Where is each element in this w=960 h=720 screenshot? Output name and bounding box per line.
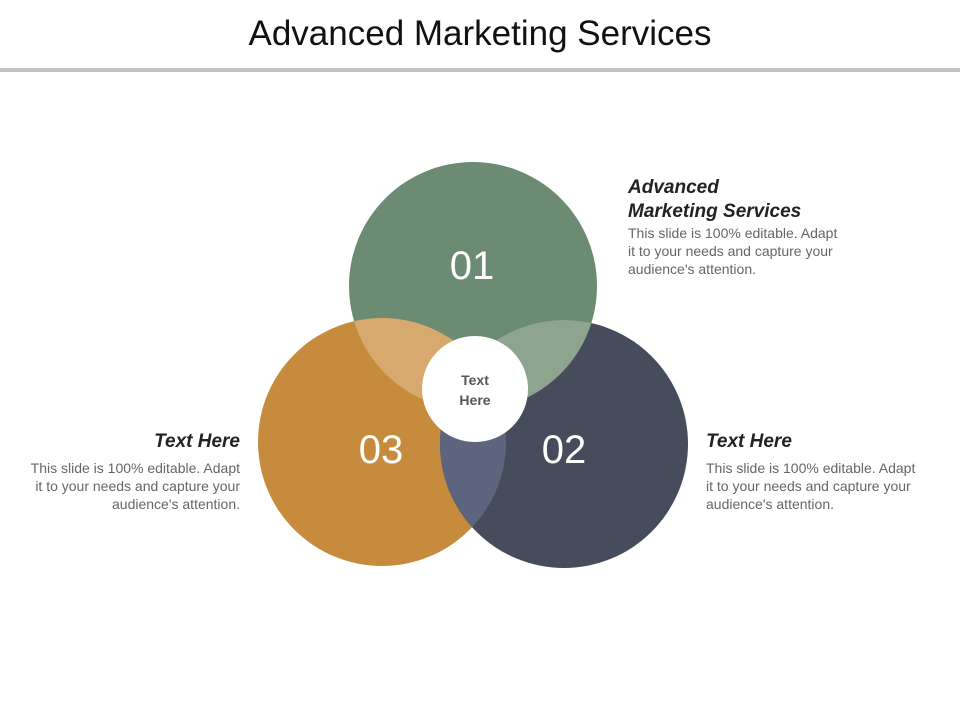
center-label-line2: Here bbox=[459, 392, 490, 408]
venn-number-02: 02 bbox=[542, 428, 587, 472]
block-01-body-line2: it to your needs and capture your bbox=[628, 243, 833, 259]
block-03-heading: Text Here bbox=[154, 431, 240, 452]
block-01-heading-line2: Marketing Services bbox=[628, 201, 802, 222]
block-02-body-line3: audience's attention. bbox=[706, 496, 834, 512]
venn-number-03: 03 bbox=[359, 428, 404, 472]
title-divider bbox=[0, 68, 960, 72]
text-block-01: Advanced Marketing Services This slide i… bbox=[628, 176, 850, 278]
center-label-line1: Text bbox=[461, 372, 489, 388]
block-02-body-line1: This slide is 100% editable. Adapt bbox=[706, 460, 916, 476]
block-02-heading: Text Here bbox=[706, 431, 792, 452]
block-03-body-line2: it to your needs and capture your bbox=[35, 478, 240, 494]
block-01-body-line1: This slide is 100% editable. Adapt bbox=[628, 225, 838, 241]
block-02-body-line2: it to your needs and capture your bbox=[706, 478, 911, 494]
block-01-heading-line1: Advanced bbox=[628, 177, 719, 198]
block-03-body-line1: This slide is 100% editable. Adapt bbox=[30, 460, 240, 476]
text-block-03: Text Here This slide is 100% editable. A… bbox=[14, 430, 240, 513]
block-03-body: This slide is 100% editable. Adapt it to… bbox=[14, 459, 240, 513]
venn-number-01: 01 bbox=[450, 244, 495, 288]
block-01-body-line3: audience's attention. bbox=[628, 261, 756, 277]
slide-title: Advanced Marketing Services bbox=[248, 14, 712, 53]
block-03-body-line3: audience's attention. bbox=[112, 496, 240, 512]
block-02-body: This slide is 100% editable. Adapt it to… bbox=[706, 459, 932, 513]
venn-center-circle bbox=[422, 336, 528, 442]
text-block-02: Text Here This slide is 100% editable. A… bbox=[706, 430, 932, 513]
block-01-body: This slide is 100% editable. Adapt it to… bbox=[628, 224, 850, 278]
block-01-heading: Advanced Marketing Services bbox=[628, 176, 850, 224]
